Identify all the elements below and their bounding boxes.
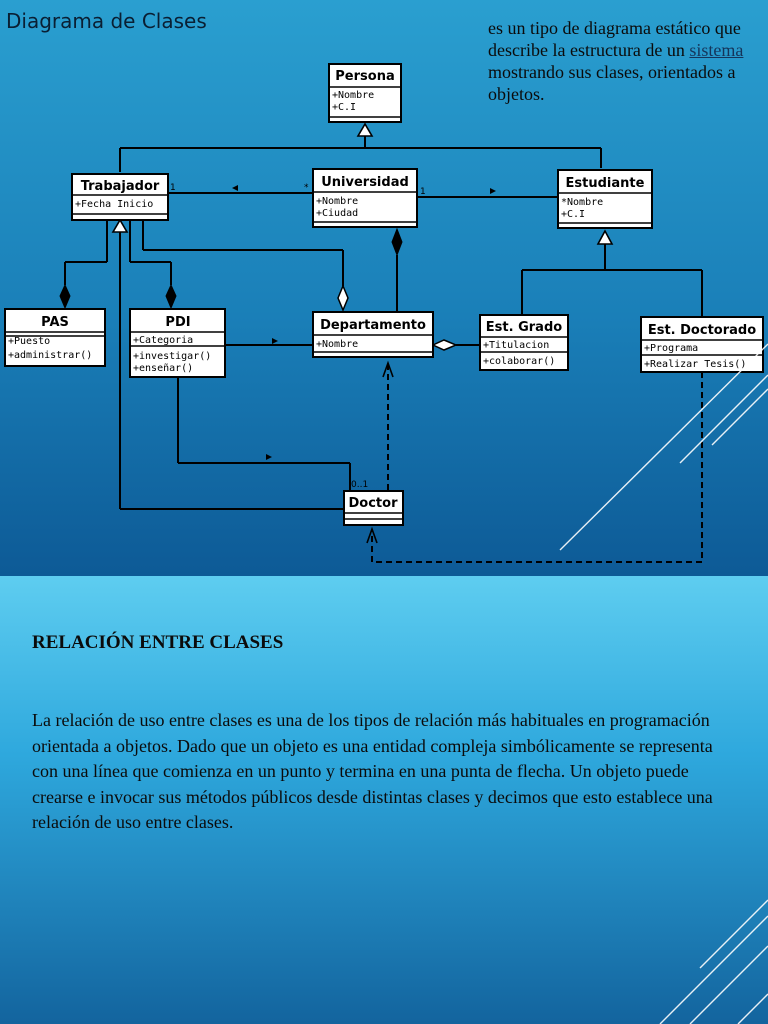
class-name: PDI — [165, 315, 190, 330]
class-name: Persona — [335, 69, 394, 84]
class-attr: *Nombre — [561, 197, 603, 208]
body-paragraph: La relación de uso entre clases es una d… — [32, 710, 713, 832]
class-attr: +Programa — [644, 343, 698, 354]
class-attr: +Ciudad — [316, 208, 358, 219]
uml-class-diagram: 1 * 1 0..1 Persona +Nombre +C.I Trabajad… — [4, 63, 768, 563]
slide-title: Diagrama de Clases — [6, 9, 207, 33]
class-name: PAS — [41, 315, 69, 330]
class-attr: +Titulacion — [483, 340, 549, 351]
class-doctor: Doctor — [343, 490, 404, 526]
sistema-link[interactable]: sistema — [689, 40, 744, 60]
description-before: es un tipo de diagrama estático que desc… — [488, 18, 741, 60]
description-text: es un tipo de diagrama estático que desc… — [488, 17, 763, 105]
class-attr: +enseñar() — [133, 363, 193, 374]
multiplicity-universidad-left: * — [304, 183, 309, 193]
class-attr: +Categoria — [133, 335, 193, 346]
class-est-doctorado: Est. Doctorado +Programa +Realizar Tesis… — [640, 316, 764, 373]
class-name: Est. Doctorado — [648, 323, 756, 338]
slide-relacion-entre-clases: RELACIÓN ENTRE CLASES La relación de uso… — [0, 576, 768, 1024]
class-persona: Persona +Nombre +C.I — [328, 63, 402, 123]
multiplicity-universidad-right: 1 — [420, 187, 426, 197]
class-departamento: Departamento +Nombre — [312, 311, 434, 358]
class-attr: +Nombre — [332, 90, 374, 101]
slide-diagrama-de-clases: Diagrama de Clases es un tipo de diagram… — [0, 0, 768, 576]
class-name: Universidad — [321, 175, 409, 190]
class-estudiante: Estudiante *Nombre +C.I — [557, 169, 653, 229]
class-universidad: Universidad +Nombre +Ciudad — [312, 168, 418, 228]
class-attr: +Nombre — [316, 196, 358, 207]
class-attr: +Puesto — [8, 336, 50, 347]
class-trabajador: Trabajador +Fecha Inicio — [71, 173, 169, 221]
class-pas: PAS +Puesto +administrar() — [4, 308, 106, 367]
class-name: Departamento — [320, 318, 426, 333]
class-name: Est. Grado — [486, 320, 562, 335]
class-attr: +Fecha Inicio — [75, 199, 153, 210]
decorative-lines — [559, 343, 768, 551]
decorative-lines — [659, 899, 768, 1024]
class-attr: +Nombre — [316, 339, 358, 350]
class-est-grado: Est. Grado +Titulacion +colaborar() — [479, 314, 569, 371]
section-heading: RELACIÓN ENTRE CLASES — [32, 632, 284, 653]
class-name: Doctor — [349, 496, 399, 511]
class-attr: +investigar() — [133, 351, 211, 362]
description-after: mostrando sus clases, orientados a objet… — [488, 62, 736, 104]
class-name: Estudiante — [566, 176, 645, 191]
class-attr: +C.I — [561, 209, 585, 220]
class-attr: +colaborar() — [483, 356, 555, 367]
multiplicity-doctor: 0..1 — [351, 480, 368, 490]
class-attr: +Realizar Tesis() — [644, 359, 746, 370]
class-attr: +administrar() — [8, 350, 92, 361]
class-name: Trabajador — [81, 179, 160, 194]
class-pdi: PDI +Categoria +investigar() +enseñar() — [129, 308, 226, 378]
class-attr: +C.I — [332, 102, 356, 113]
multiplicity-trabajador: 1 — [170, 183, 176, 193]
